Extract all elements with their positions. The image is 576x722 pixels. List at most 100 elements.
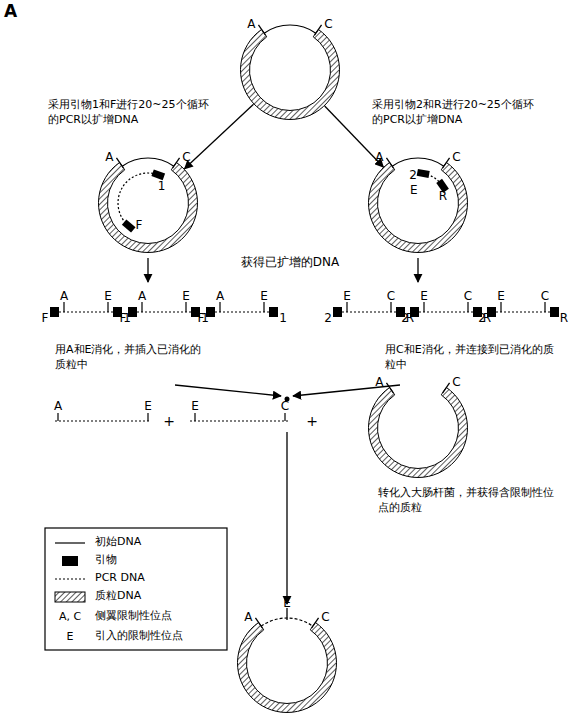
site-letter: E — [410, 182, 418, 198]
primer-block — [151, 169, 165, 180]
plasmid-edge — [238, 622, 337, 712]
site-tick — [312, 618, 319, 628]
site-letter: A — [105, 149, 113, 165]
legend-text: 侧翼限制性位点 — [95, 609, 172, 624]
site-letter: A — [375, 149, 383, 165]
plasmid-edge — [369, 387, 468, 477]
site-letter: 2 — [409, 167, 417, 183]
site-letter: C — [464, 288, 472, 304]
plasmid-edge — [247, 630, 328, 704]
site-letter: A — [138, 288, 146, 304]
merge-arrow — [175, 385, 281, 396]
site-letter: E — [497, 288, 505, 304]
pcr-fragment — [410, 302, 482, 317]
legend-text: PCR DNA — [95, 571, 145, 586]
down-arrow — [417, 258, 418, 282]
site-letter: 1 — [279, 310, 287, 326]
site-letter: E — [343, 288, 351, 304]
legend-sample-primer — [62, 556, 78, 566]
site-letter: 1 — [158, 178, 166, 194]
site-tick — [258, 25, 265, 35]
legend-text: 质粒DNA — [95, 589, 141, 604]
site-tick — [443, 158, 450, 168]
legend-text: 初始DNA — [95, 535, 141, 550]
site-letter: A — [247, 16, 255, 32]
site-letter: R — [439, 188, 447, 204]
site-letter: + — [163, 412, 175, 431]
site-letter: F — [136, 217, 143, 233]
site-tick — [386, 158, 393, 168]
site-tick — [255, 618, 262, 628]
plasmid-dna — [245, 33, 335, 115]
site-letter: A, C — [59, 610, 81, 625]
site-letter: A — [216, 288, 224, 304]
site-tick — [386, 383, 393, 393]
site-letter: + — [306, 412, 318, 431]
plasmid-edge — [378, 170, 459, 244]
initial-dna — [264, 25, 316, 33]
site-letter: E — [144, 398, 152, 414]
site-letter: E — [104, 288, 112, 304]
panel-letter: A — [4, 0, 17, 23]
initial-dna — [122, 158, 174, 166]
site-tick — [116, 158, 123, 168]
legend-sample-line — [55, 542, 85, 543]
site-letter: E — [283, 595, 291, 611]
site-letter: C — [387, 288, 395, 304]
site-letter: C — [281, 398, 289, 414]
primer-block — [122, 219, 136, 232]
plasmid-edge — [108, 170, 189, 244]
plasmid-edge — [369, 162, 468, 252]
plasmid-dna — [103, 166, 193, 248]
digested-fragment — [190, 420, 290, 421]
site-letter: 获得已扩增的DNA — [241, 254, 339, 270]
plasmid-outline — [363, 148, 473, 258]
site-letter: F — [120, 310, 127, 326]
pcr-fragment — [206, 302, 278, 317]
step-label: 采用引物1和F进行20~25个循环的PCR以扩增DNA — [48, 98, 216, 128]
pcr-fragment — [333, 302, 405, 317]
site-letter: F — [42, 310, 49, 326]
site-letter: C — [324, 16, 332, 32]
digested-fragment — [55, 420, 150, 421]
legend-text: 引入的限制性位点 — [95, 629, 183, 644]
site-letter: A — [54, 398, 62, 414]
legend-sample-hatched — [55, 592, 85, 602]
site-letter: C — [541, 288, 549, 304]
plasmid-edge — [250, 37, 331, 111]
pcr-fragment — [50, 302, 122, 317]
site-letter: F — [198, 310, 205, 326]
step-label: 采用引物2和R进行20~25个循环的PCR以扩增DNA — [372, 98, 540, 128]
legend-box — [45, 528, 227, 650]
down-arrow — [286, 432, 287, 604]
site-letter: E — [260, 288, 268, 304]
site-letter: C — [452, 374, 460, 390]
legend-sample-dotted — [55, 578, 85, 579]
site-tick — [173, 158, 180, 168]
site-letter: 2 — [401, 310, 409, 326]
plasmid-outline — [93, 148, 203, 258]
site-letter: E — [182, 288, 190, 304]
down-arrow — [147, 258, 148, 282]
site-letter: R — [560, 310, 568, 326]
pcr-fragment — [128, 302, 200, 317]
site-tick — [194, 413, 195, 421]
site-letter: 2 — [478, 310, 486, 326]
process-arrow — [184, 104, 253, 169]
plasmid-edge — [99, 162, 198, 252]
plasmid-circle: AC — [235, 15, 345, 125]
site-letter: E — [191, 398, 199, 414]
step-label: 用C和E消化，并连接到已消化的质粒中 — [385, 343, 557, 373]
step-label: 转化入大肠杆菌，并获得含限制性位点的质粒 — [378, 486, 563, 516]
site-letter: E — [67, 630, 74, 645]
plasmid-dna — [373, 166, 463, 248]
site-tick — [443, 383, 450, 393]
plasmid-circle: AC2RE — [363, 148, 473, 258]
plasmid-outline — [363, 373, 473, 483]
site-tick — [57, 413, 58, 421]
site-letter: C — [182, 149, 190, 165]
plasmid-dna — [242, 626, 332, 708]
plasmid-circle: AC — [363, 373, 473, 483]
plasmid-circle: A C1F — [93, 148, 203, 258]
